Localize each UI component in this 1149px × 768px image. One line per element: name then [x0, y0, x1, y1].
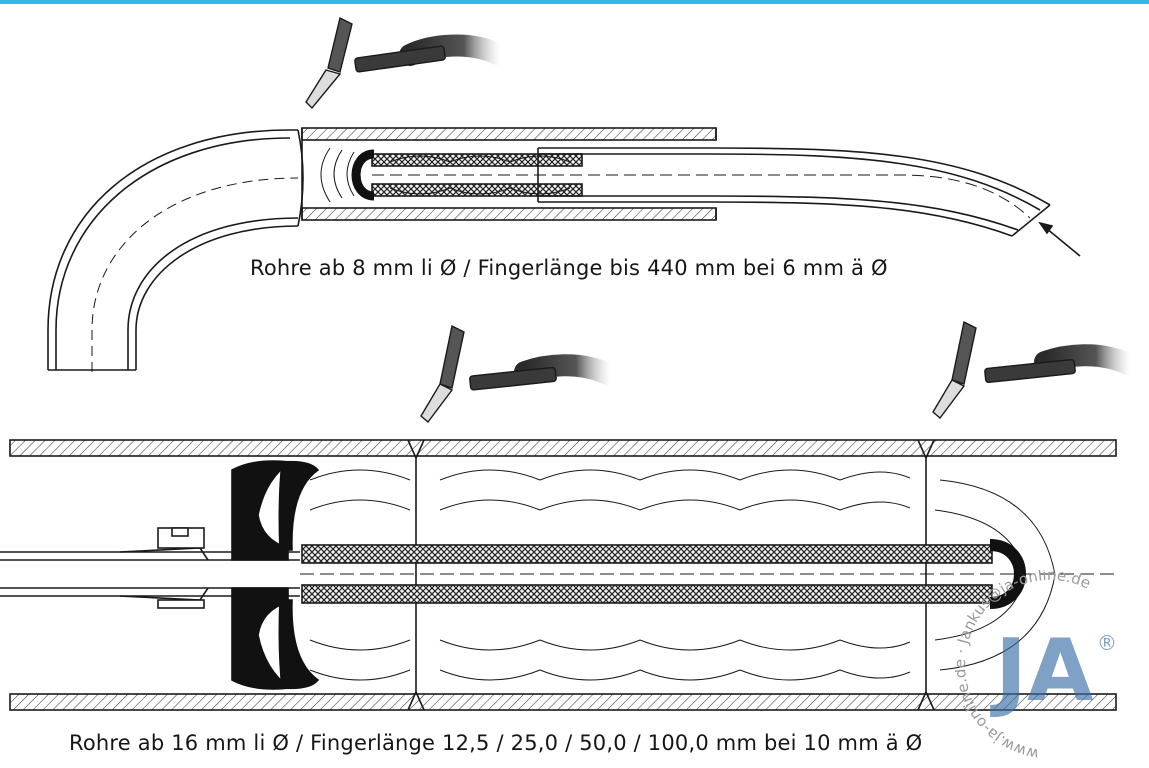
registered-mark: ® — [1097, 631, 1117, 655]
finger-tube — [351, 147, 1051, 237]
welding-torch-icon — [305, 16, 511, 110]
gas-flow-lines — [309, 469, 1056, 681]
welding-torch-icon — [420, 324, 621, 424]
sleeve-pipe — [301, 127, 717, 221]
pipe-wall-bottom — [9, 693, 1117, 711]
watermark-logo: JA — [990, 621, 1094, 721]
accent-bar — [0, 0, 1149, 4]
bottom-figure — [0, 439, 1120, 711]
pipe-wall-top — [9, 439, 1117, 457]
pointer-arrow — [1038, 221, 1081, 257]
elbow-pipe — [47, 129, 304, 372]
watermark: www.ja-online.de · Jankus@ja-online.de J… — [955, 570, 1117, 763]
seal-disc — [231, 460, 320, 690]
caption-top: Rohre ab 8 mm li Ø / Fingerlänge bis 440… — [250, 256, 888, 280]
top-figure — [47, 127, 1081, 372]
gas-finger — [300, 539, 1120, 609]
caption-bottom: Rohre ab 16 mm li Ø / Fingerlänge 12,5 /… — [69, 731, 923, 755]
welding-torch-icon — [932, 320, 1141, 420]
